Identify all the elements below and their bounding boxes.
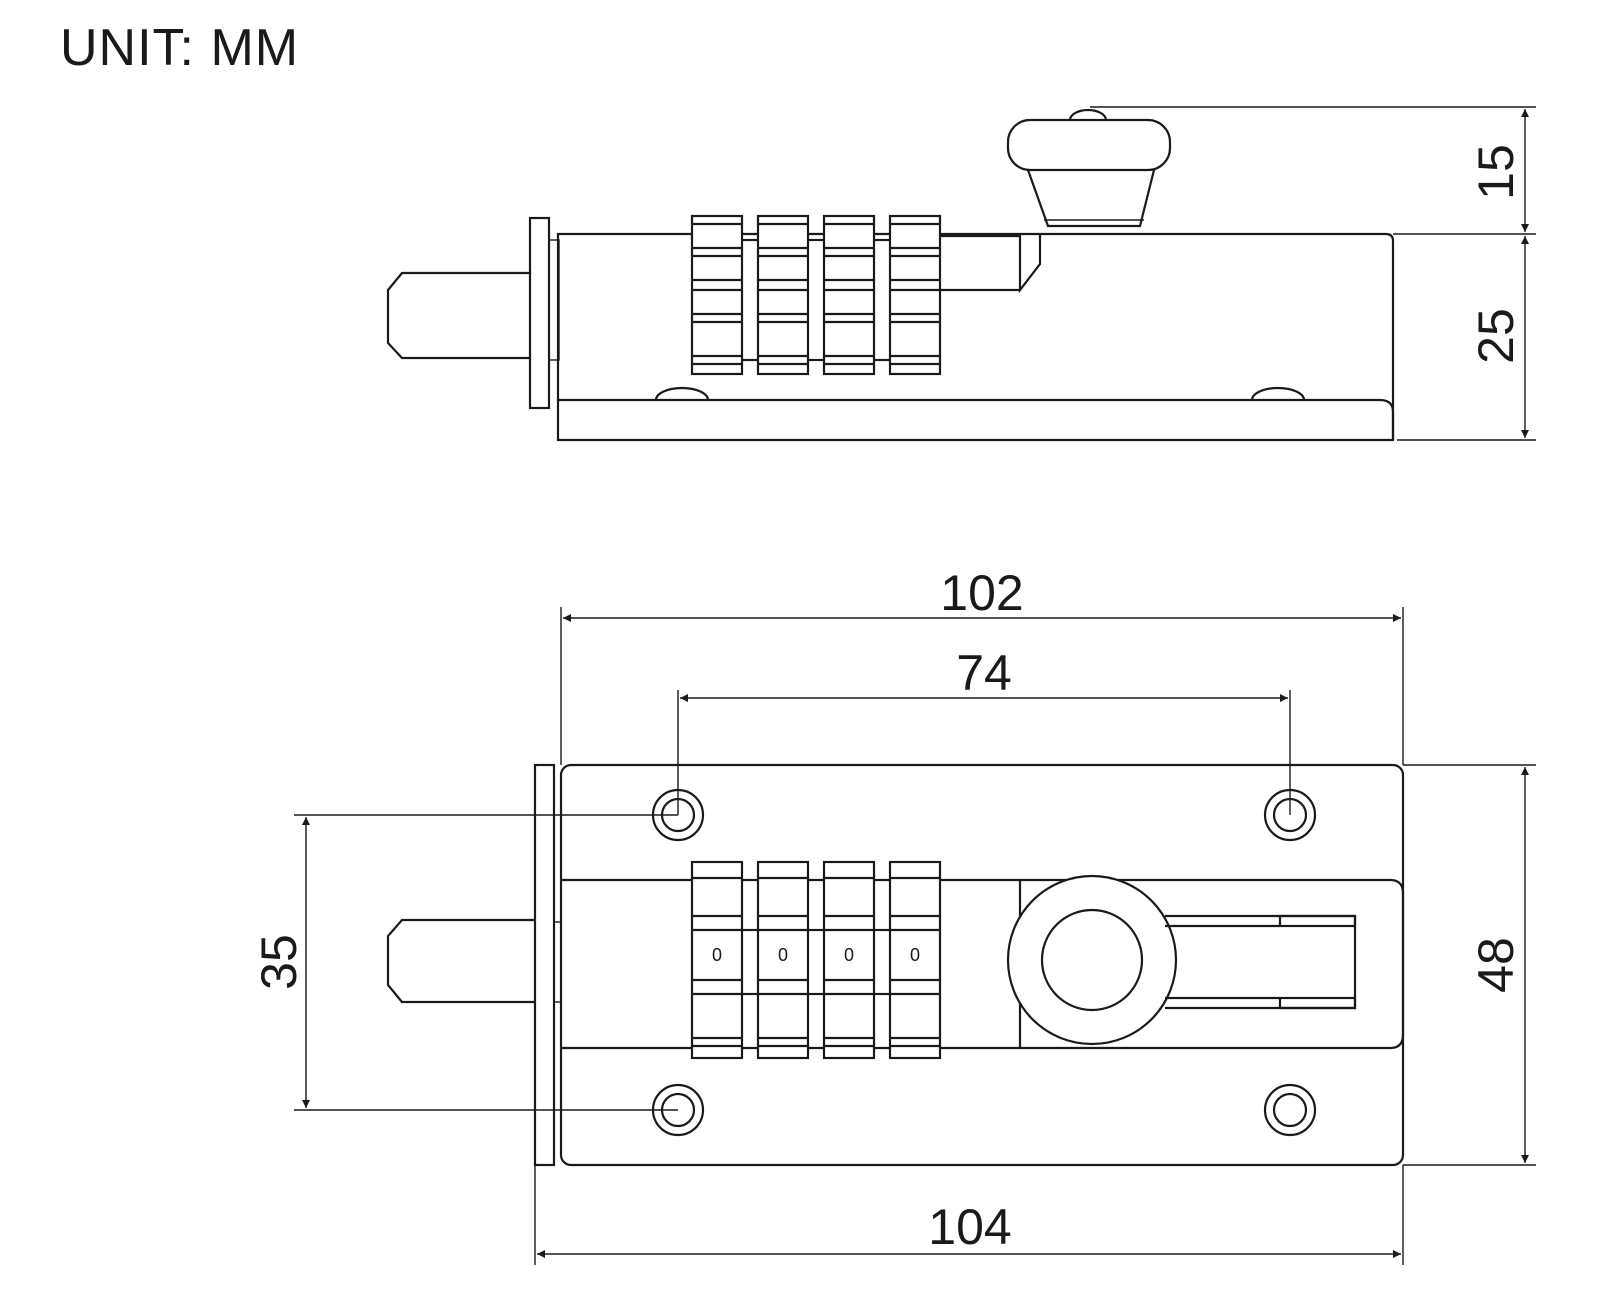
- side-dials: [690, 214, 942, 376]
- top-knob-outer: [1006, 874, 1178, 1046]
- dim-label-25: 25: [1468, 308, 1524, 364]
- side-screw-left: [654, 386, 710, 401]
- side-dial-3: [822, 214, 876, 376]
- mount-hole-bottom-right: [1263, 1083, 1317, 1137]
- dial-3-digit: 0: [844, 945, 854, 965]
- dim-label-74: 74: [956, 645, 1012, 701]
- dim-label-102: 102: [940, 565, 1023, 621]
- top-dial-3: 0: [822, 860, 876, 1060]
- top-bolt-housing: [561, 878, 1405, 1050]
- dim-label-15: 15: [1468, 144, 1524, 200]
- side-knob-head: [1006, 118, 1172, 172]
- top-view: 0 0 0: [251, 565, 1536, 1265]
- dial-1-digit: 0: [712, 945, 722, 965]
- side-flange: [528, 216, 551, 410]
- side-view: 15 25: [386, 106, 1536, 442]
- side-dial-2: [756, 214, 810, 376]
- top-dial-2: 0: [756, 860, 810, 1060]
- unit-label: UNIT: MM: [60, 19, 300, 77]
- slide-track: [1165, 914, 1357, 1010]
- top-bolt-tip: [386, 918, 535, 1004]
- top-flange: [533, 763, 556, 1167]
- side-base-plate: [558, 398, 1395, 440]
- side-bolt-tip: [386, 271, 530, 360]
- side-knob-stem: [1026, 169, 1156, 228]
- top-dials: 0 0 0: [690, 860, 942, 1060]
- side-dial-4: [888, 214, 942, 376]
- dim-label-35: 35: [251, 934, 307, 990]
- side-body: [556, 232, 1395, 442]
- dial-2-digit: 0: [778, 945, 788, 965]
- side-dial-1: [690, 214, 744, 376]
- top-knob-inner: [1040, 908, 1144, 1012]
- dim-label-104: 104: [928, 1199, 1011, 1255]
- top-dial-4: 0: [888, 860, 942, 1060]
- dim-label-48: 48: [1468, 937, 1524, 993]
- side-screw-right: [1250, 386, 1306, 401]
- dial-4-digit: 0: [910, 945, 920, 965]
- top-dial-1: 0: [690, 860, 744, 1060]
